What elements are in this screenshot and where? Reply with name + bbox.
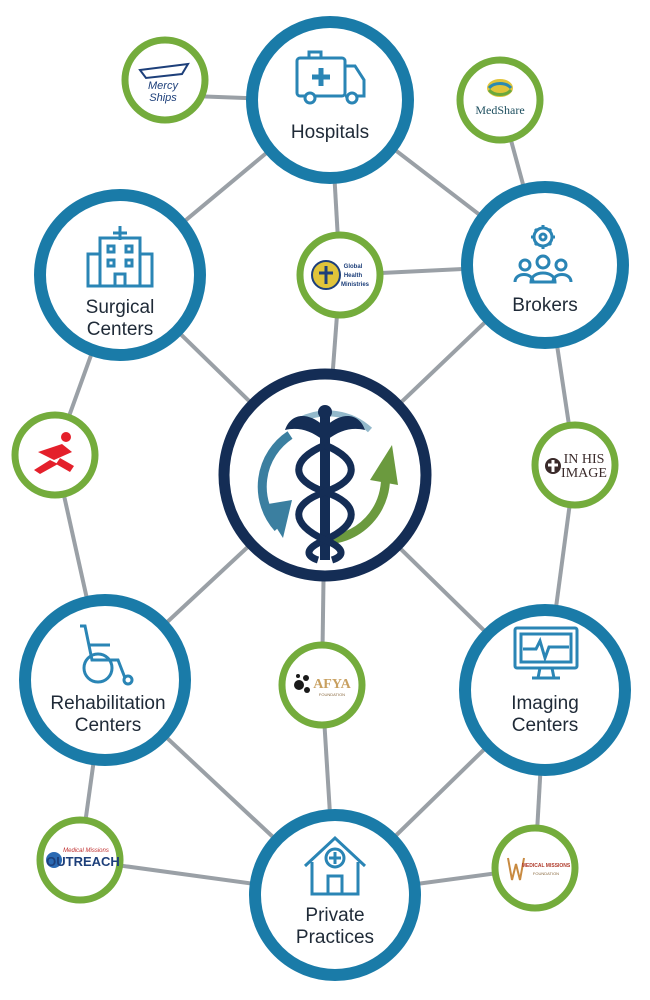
- surgical-label-line1: Surgical: [86, 297, 155, 318]
- clinic-house-icon: [303, 835, 367, 896]
- msf-logo: [11, 411, 99, 499]
- mmo-line2: OUTREACH: [46, 854, 120, 869]
- in-his-image-line1: IN HIS: [564, 452, 605, 467]
- medshare-text: MedShare: [475, 103, 524, 117]
- wheelchair-icon: [80, 624, 134, 686]
- medical-missions-outreach-logo: Medical Missions OUTREACH: [36, 816, 124, 904]
- imaging-centers-node: Imaging Centers: [459, 604, 631, 776]
- private-label-line1: Private: [305, 905, 364, 926]
- ambulance-icon: [295, 50, 366, 105]
- rehab-label-line1: Rehabilitation: [50, 693, 165, 714]
- dots-icon: [294, 674, 310, 693]
- afya-text: AFYA: [313, 677, 351, 692]
- imaging-label-line2: Centers: [512, 715, 579, 736]
- global-health-ministries-logo: Global Health Ministries: [296, 231, 384, 319]
- medical-missions-foundation-logo: MEDICAL MISSIONS FOUNDATION: [491, 824, 579, 912]
- afya-logo: AFYA FOUNDATION: [278, 641, 366, 729]
- mmf-line2: FOUNDATION: [533, 871, 559, 876]
- caduceus-icon: [257, 405, 398, 564]
- people-gear-icon: [513, 225, 573, 284]
- rehabilitation-centers-node: Rehabilitation Centers: [19, 594, 191, 766]
- center-node: [218, 368, 432, 582]
- mmo-line1: Medical Missions: [63, 848, 109, 854]
- ghm-line2: Health: [344, 273, 363, 279]
- in-his-image-line2: IMAGE: [561, 466, 607, 481]
- mm-monogram-icon: [507, 857, 525, 881]
- ghm-line1: Global: [344, 264, 363, 270]
- ship-icon: [138, 62, 190, 80]
- mmf-line1: MEDICAL MISSIONS: [522, 863, 571, 869]
- private-practices-node: Private Practices: [249, 809, 421, 981]
- hospitals-label: Hospitals: [291, 122, 369, 143]
- monitor-icon: [513, 626, 579, 680]
- rehab-label-line2: Centers: [75, 715, 142, 736]
- surgical-label-line2: Centers: [87, 319, 154, 340]
- mercy-ships-line2: Ships: [149, 92, 177, 104]
- globe-icon: [46, 852, 62, 868]
- imaging-label-line1: Imaging: [511, 693, 579, 714]
- brokers-node: Brokers: [461, 181, 629, 349]
- surgical-centers-node: Surgical Centers: [34, 189, 206, 361]
- in-his-image-logo: IN HIS IMAGE: [531, 421, 619, 509]
- ghm-line3: Ministries: [341, 282, 370, 288]
- building-icon: [86, 226, 154, 288]
- msf-logo-icon: [34, 432, 74, 474]
- hospitals-node: Hospitals: [246, 16, 414, 184]
- mercy-ships-logo: Mercy Ships: [121, 36, 209, 124]
- mercy-ships-line1: Mercy: [148, 80, 179, 92]
- private-label-line2: Practices: [296, 927, 374, 948]
- brokers-label: Brokers: [512, 295, 577, 316]
- medshare-logo: MedShare: [456, 56, 544, 144]
- afya-sub: FOUNDATION: [319, 692, 345, 697]
